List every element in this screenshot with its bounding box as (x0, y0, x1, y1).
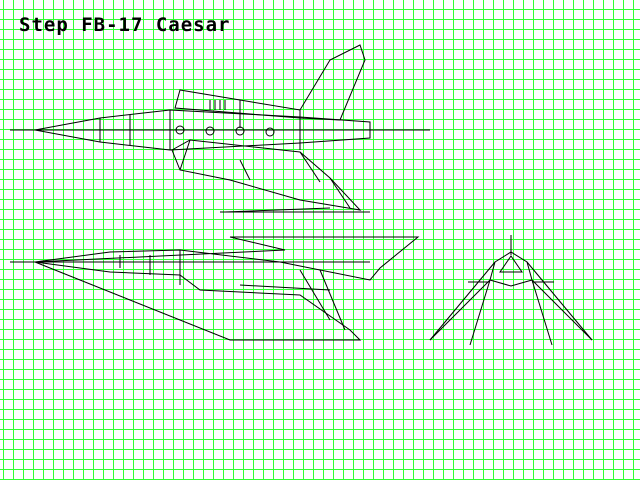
side-view (10, 236, 420, 341)
top-view (10, 44, 430, 213)
craft-title: Step FB-17 Caesar (19, 14, 231, 36)
front-view (429, 235, 593, 346)
